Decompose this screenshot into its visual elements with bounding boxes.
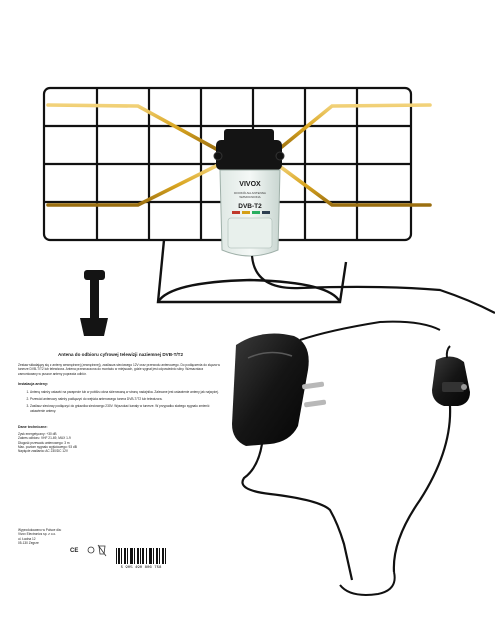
manufacturer-info: Wyprodukowano w Polsce dla: Vivox Electr… bbox=[18, 528, 98, 545]
antenna-elements bbox=[46, 103, 432, 207]
cable-coil bbox=[299, 320, 441, 596]
brand-logo: VIVOX bbox=[239, 181, 261, 188]
box-model: DVB-T2 bbox=[238, 203, 262, 210]
spec-line: Zakres odbioru: VHF 21-69, MUX 1-9 bbox=[18, 436, 71, 441]
mount-detail bbox=[4, 270, 188, 336]
maker-line: 05-130 Zegrze bbox=[18, 540, 39, 545]
amplifier-box: VIVOX DOOKÓLNA ANTENNA WZMOCNIONA DVB-T2 bbox=[219, 169, 281, 257]
spec-title: Dane techniczne: bbox=[18, 425, 48, 430]
coax-plug bbox=[392, 345, 470, 573]
spec-line: Długość przewodu antenowego: 3 m bbox=[18, 440, 70, 445]
antenna-stand bbox=[156, 239, 348, 304]
spec-line: Zysk energetyczny: +30 dB bbox=[18, 432, 57, 437]
antenna-cable bbox=[250, 255, 495, 314]
barcode: 5 905 490 806 758 bbox=[114, 546, 168, 570]
product-leaflet: Antena do odbioru cyfrowej telewizji naz… bbox=[18, 352, 223, 454]
install-steps: Antenę należy ustawić na parapecie lub w… bbox=[18, 390, 223, 413]
amplifier-clamp bbox=[213, 129, 285, 170]
maker-line: Vivox Electronics sp. z o.o. bbox=[18, 532, 57, 537]
leaflet-intro: Zestaw składający się z anteny wewnętrzn… bbox=[18, 363, 220, 376]
maker-line: Wyprodukowano w Polsce dla: bbox=[18, 528, 62, 532]
compliance-marks: CE bbox=[70, 544, 107, 557]
spec-line: Napięcie zasilania: AC 230/DC 12V bbox=[18, 449, 68, 454]
ce-mark-icon: CE bbox=[70, 548, 78, 554]
spec-line: Max. poziom sygnału wyjściowego: 93 dB bbox=[18, 444, 77, 449]
power-adapter bbox=[232, 333, 354, 581]
install-title: Instalacja anteny: bbox=[18, 381, 49, 386]
install-step: Antenę należy ustawić na parapecie lub w… bbox=[30, 390, 223, 394]
maker-line: ul. Ładna 12 bbox=[18, 536, 36, 541]
barcode-number: 5 905 490 806 758 bbox=[121, 566, 162, 570]
install-step: Zasilacz sieciowy podłączyć do gniazdka … bbox=[30, 404, 223, 413]
leaflet-title: Antena do odbioru cyfrowej telewizji naz… bbox=[57, 352, 184, 357]
install-step: Przewód antenowy należy podłączyć do wej… bbox=[30, 397, 223, 401]
box-line-2: WZMOCNIONA bbox=[239, 195, 260, 199]
box-line-1: DOOKÓLNA ANTENNA bbox=[234, 190, 266, 195]
